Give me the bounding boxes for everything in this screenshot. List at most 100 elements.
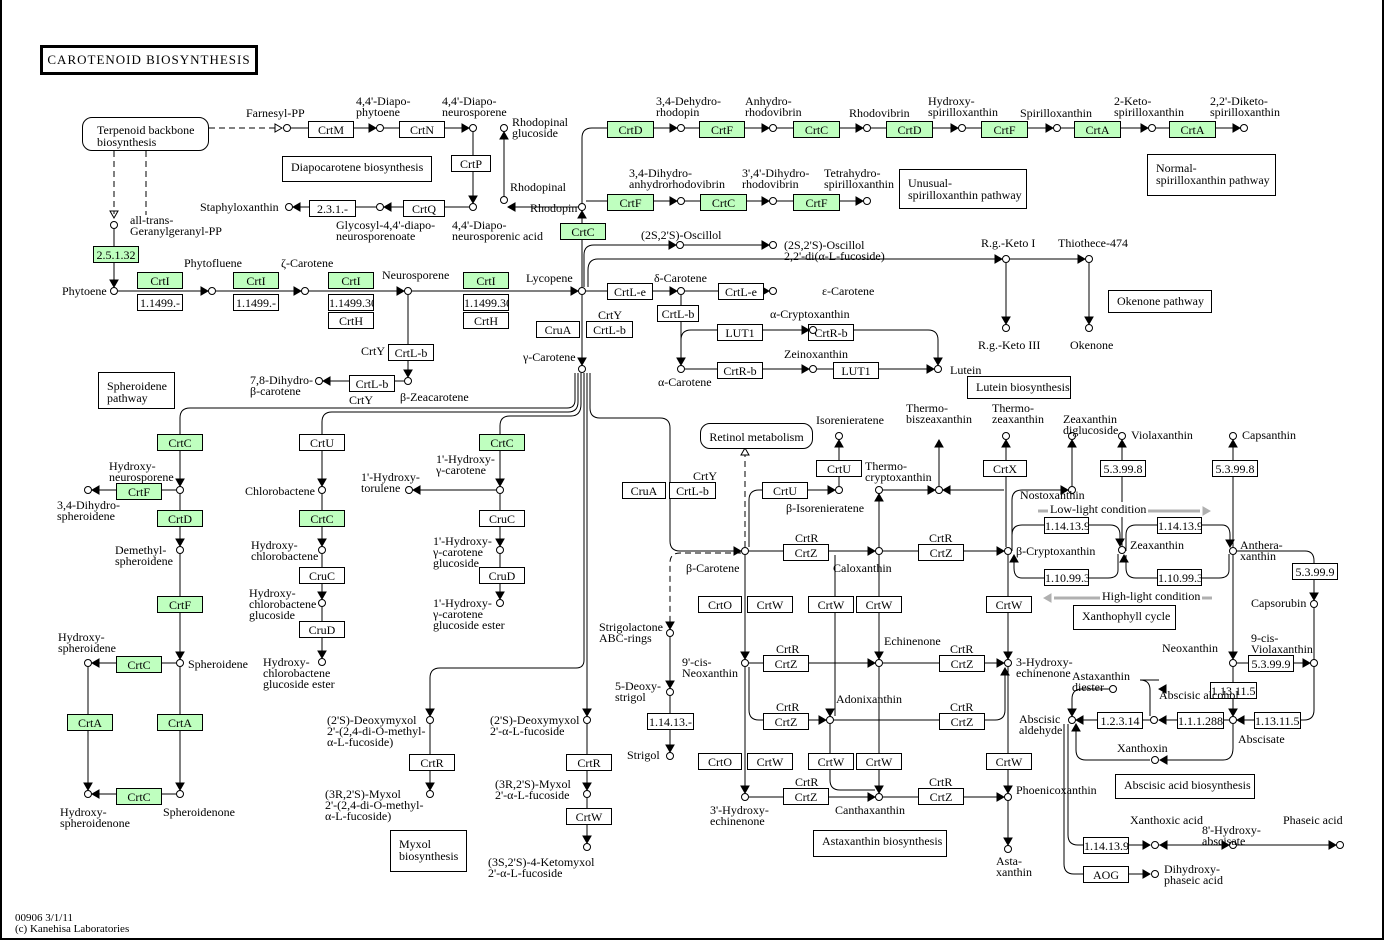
compound-label-carotene[interactable]: ζ-Carotene xyxy=(281,256,334,270)
enzyme-crtm[interactable]: CrtM xyxy=(308,121,354,138)
compound-label-hydroxy-neurosporene[interactable]: Hydroxy- neurosporene xyxy=(109,459,174,484)
enzyme-crtc[interactable]: CrtC xyxy=(479,434,525,451)
compound-label-thermo-zeaxanthin[interactable]: Thermo- zeaxanthin xyxy=(992,401,1044,426)
compound-label-adonixanthin[interactable]: Adonixanthin xyxy=(836,692,902,706)
enzyme-sublabel-crty[interactable]: CrtY xyxy=(361,344,385,358)
enzyme-crud[interactable]: CruD xyxy=(479,567,525,584)
compound-label-1-hydroxy-carotene-glucoside[interactable]: 1'-Hydroxy- γ-carotene glucoside xyxy=(433,534,492,570)
compound-node-2s-2-s-oscillol[interactable] xyxy=(676,241,684,249)
enzyme-crtf[interactable]: CrtF xyxy=(793,194,840,211)
compound-node-2-s-deoxymyxol-2-l-fucoside[interactable] xyxy=(583,716,591,724)
compound-node-thermo-biszeaxanthin[interactable] xyxy=(935,486,943,494)
compound-label-2-keto-spirilloxanthin[interactable]: 2-Keto- spirilloxanthin xyxy=(1114,94,1184,119)
enzyme-5-3-99-8[interactable]: 5.3.99.8 xyxy=(1212,460,1258,477)
compound-node-isorenieratene[interactable] xyxy=(835,432,843,440)
enzyme-cruc[interactable]: CruC xyxy=(299,567,345,584)
compound-label-hydroxy-chlorobactene-glucoside[interactable]: Hydroxy- chlorobactene glucoside xyxy=(249,586,317,622)
compound-label-1-hydroxy-carotene[interactable]: 1'-Hydroxy- γ-carotene xyxy=(436,452,495,477)
compound-node-caloxanthin[interactable] xyxy=(875,547,883,555)
compound-node-anhydro-rhodovibrin[interactable] xyxy=(769,124,777,132)
compound-label-strigolactone-abc-rings[interactable]: Strigolactone ABC-rings xyxy=(599,620,663,645)
compound-node-neurosporene[interactable] xyxy=(404,287,412,295)
enzyme-crtz[interactable]: CrtZ xyxy=(939,713,985,730)
compound-node-rhodovibrin[interactable] xyxy=(863,124,871,132)
compound-node-isorenieratene[interactable] xyxy=(835,486,843,494)
enzyme-crtd[interactable]: CrtD xyxy=(886,121,933,138)
compound-node-carotene[interactable] xyxy=(578,365,586,373)
enzyme-sublabel-crtr[interactable]: CrtR xyxy=(776,642,800,656)
map-link-astaxanthin[interactable]: Astaxanthin biosynthesis xyxy=(813,830,947,857)
compound-label-hydroxy-spheroidenone[interactable]: Hydroxy- spheroidenone xyxy=(60,805,130,830)
compound-label-carotene[interactable]: δ-Carotene xyxy=(654,271,707,285)
compound-node-r-g-keto-iii[interactable] xyxy=(1002,324,1010,332)
compound-label-2-s-deoxymyxol-2-2-4-di-o-methyl-l-fucoside[interactable]: (2'S)-Deoxymyxol 2'-(2,4-di-O-methyl- α-… xyxy=(327,713,426,749)
compound-label-2-s-deoxymyxol-2-l-fucoside[interactable]: (2'S)-Deoxymyxol 2'-α-L-fucoside xyxy=(490,713,580,738)
enzyme-crtd[interactable]: CrtD xyxy=(157,510,203,527)
enzyme-crtr-b[interactable]: CrtR-b xyxy=(808,324,854,341)
compound-node-3r-2-s-myxol-2-l-fucoside[interactable] xyxy=(583,790,591,798)
map-link-terpenoid[interactable]: Terpenoid backbone biosynthesis xyxy=(82,117,209,151)
enzyme-crtr-b[interactable]: CrtR-b xyxy=(717,362,763,379)
compound-label-caloxanthin[interactable]: Caloxanthin xyxy=(833,561,892,575)
compound-label-4-4-diapo-neurosporene[interactable]: 4,4'-Diapo- neurosporene xyxy=(442,94,507,119)
compound-label-okenone[interactable]: Okenone xyxy=(1070,338,1114,352)
compound-label-staphyloxanthin[interactable]: Staphyloxanthin xyxy=(200,200,279,214)
enzyme-crtz[interactable]: CrtZ xyxy=(783,544,829,561)
compound-node-3r-2-s-myxol-2-2-4-di-o-methyl-l-fucoside[interactable] xyxy=(426,790,434,798)
compound-label-3s-2-s-4-ketomyxol-2-l-fucoside[interactable]: (3S,2'S)-4-Ketomyxol 2'-α-L-fucoside xyxy=(488,855,595,880)
compound-node-spheroidenone[interactable] xyxy=(176,790,184,798)
compound-label-abscisic-alcohol[interactable]: Abscisic alcohol xyxy=(1159,688,1239,702)
enzyme-2-3-1[interactable]: 2.3.1.- xyxy=(309,200,356,217)
compound-label-carotene[interactable]: ε-Carotene xyxy=(822,284,875,298)
enzyme-crti[interactable]: CrtI xyxy=(137,272,183,289)
compound-node-4-4-diapo-phytoene[interactable] xyxy=(376,124,384,132)
enzyme-crtz[interactable]: CrtZ xyxy=(939,655,985,672)
compound-label-2-2-diketo-spirilloxanthin[interactable]: 2,2'-Diketo- spirilloxanthin xyxy=(1210,94,1280,119)
enzyme-crtl-e[interactable]: CrtL-e xyxy=(607,283,653,300)
compound-label-rhodopinal-glucoside[interactable]: Rhodopinal glucoside xyxy=(512,115,568,140)
compound-label-r-g-keto-iii[interactable]: R.g.-Keto III xyxy=(978,338,1041,352)
map-link-lutein[interactable]: Lutein biosynthesis xyxy=(967,376,1071,399)
compound-node-zeacarotene[interactable] xyxy=(404,377,412,385)
compound-label-abscisate[interactable]: Abscisate xyxy=(1238,732,1285,746)
enzyme-crtl-e[interactable]: CrtL-e xyxy=(718,283,764,300)
compound-node-abscisate[interactable] xyxy=(1229,716,1237,724)
compound-node-strigolactone-abc-rings[interactable] xyxy=(666,629,674,637)
enzyme-crtc[interactable]: CrtC xyxy=(116,656,162,673)
compound-label-2s-2-s-oscillol[interactable]: (2S,2'S)-Oscillol xyxy=(641,228,722,242)
compound-node-echinenone[interactable] xyxy=(875,659,883,667)
enzyme-sublabel-crtr[interactable]: CrtR xyxy=(795,775,819,789)
enzyme-sublabel-crtr[interactable]: CrtR xyxy=(795,531,819,545)
compound-node-carotene[interactable] xyxy=(769,287,777,295)
map-link-okenone[interactable]: Okenone pathway xyxy=(1108,290,1212,313)
enzyme-crtz[interactable]: CrtZ xyxy=(763,713,809,730)
compound-label-zeinoxanthin[interactable]: Zeinoxanthin xyxy=(784,347,848,361)
enzyme-crta[interactable]: CrtA xyxy=(67,714,113,731)
compound-node-hydroxy-spheroidenone[interactable] xyxy=(84,790,92,798)
enzyme-sublabel-crtr[interactable]: CrtR xyxy=(950,700,974,714)
enzyme-crtz[interactable]: CrtZ xyxy=(783,788,829,805)
compound-node-phaseic-acid[interactable] xyxy=(1336,841,1344,849)
map-link-xanthophyll[interactable]: Xanthophyll cycle xyxy=(1073,605,1176,630)
compound-label-xanthoxic-acid[interactable]: Xanthoxic acid xyxy=(1130,813,1203,827)
compound-label-spirilloxanthin[interactable]: Spirilloxanthin xyxy=(1020,106,1092,120)
enzyme-crtf[interactable]: CrtF xyxy=(157,596,203,613)
compound-node-hydroxy-spirilloxanthin[interactable] xyxy=(958,124,966,132)
enzyme-crtr[interactable]: CrtR xyxy=(566,754,612,771)
compound-label-r-g-keto-i[interactable]: R.g.-Keto I xyxy=(981,236,1036,250)
compound-node-astaxanthin-diester[interactable] xyxy=(1109,685,1117,693)
enzyme-crtl-b[interactable]: CrtL-b xyxy=(657,305,699,322)
compound-label-rhodopin[interactable]: Rhodopin xyxy=(530,201,578,215)
enzyme-1-2-3-14[interactable]: 1.2.3.14 xyxy=(1097,712,1143,729)
enzyme-5-3-99-9[interactable]: 5.3.99.9 xyxy=(1248,655,1294,672)
compound-node-2s-2-s-oscillol-2-2-di-l-fucoside[interactable] xyxy=(769,241,777,249)
map-link-retinol[interactable]: Retinol metabolism xyxy=(700,423,813,449)
compound-label-xanthoxin[interactable]: Xanthoxin xyxy=(1117,741,1168,755)
compound-node-zeaxanthin-diglucoside[interactable] xyxy=(1068,432,1076,440)
enzyme-crto[interactable]: CrtO xyxy=(698,753,742,770)
compound-label-4-4-diapo-neurosporenic-acid[interactable]: 4,4'-Diapo- neurosporenic acid xyxy=(452,218,543,243)
compound-node-2-2-diketo-spirilloxanthin[interactable] xyxy=(1240,124,1248,132)
compound-label-zeaxanthin-diglucoside[interactable]: Zeaxanthin diglucoside xyxy=(1063,412,1119,437)
compound-node-5-deoxy-strigol[interactable] xyxy=(666,688,674,696)
enzyme-crtp[interactable]: CrtP xyxy=(451,155,491,172)
